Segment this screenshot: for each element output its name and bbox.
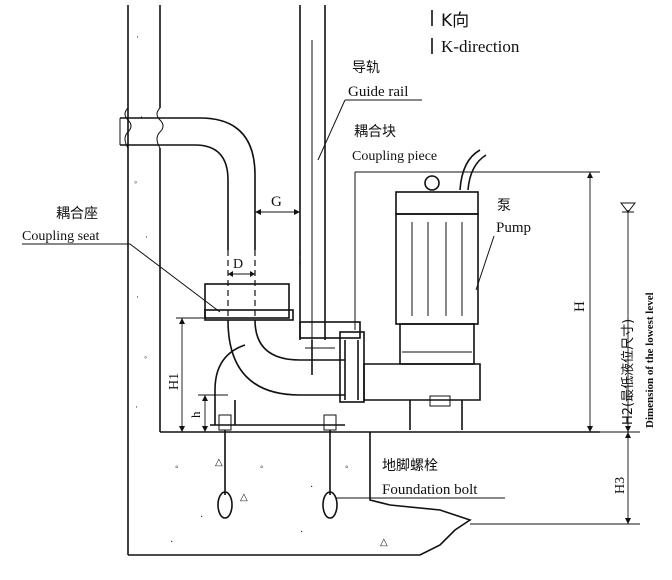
- svg-text:◦: ◦: [134, 177, 137, 187]
- guide-rail: [299, 5, 326, 340]
- k-direction-cn: K向: [441, 11, 469, 31]
- svg-text:△: △: [240, 492, 248, 503]
- svg-text:·: ·: [140, 112, 143, 122]
- k-direction-marker: K向 K-direction: [431, 10, 520, 56]
- foundation-bolt-cn: 地脚螺栓: [382, 458, 438, 474]
- svg-text:·: ·: [300, 527, 303, 538]
- coupling-seat: [204, 283, 345, 426]
- pump-en: Pump: [496, 220, 531, 236]
- dim-h2-english-label: Dimension of the lowest level: [644, 292, 656, 428]
- dim-h: h: [188, 394, 228, 432]
- pump-callout: 泵 Pump: [475, 198, 531, 291]
- dim-g: G: [255, 194, 300, 215]
- coupling-seat-en: Coupling seat: [22, 229, 99, 244]
- dim-d-label: D: [233, 257, 243, 272]
- guide-rail-callout: 导轨 Guide rail: [317, 60, 422, 161]
- pit-wall: · · ◦ · · ◦ ·: [124, 5, 164, 440]
- pump-cn: 泵: [497, 198, 511, 214]
- foundation: ◦ · ◦ · ◦ △ · △ · △: [127, 431, 600, 556]
- pump: [363, 149, 487, 430]
- svg-text:·: ·: [145, 232, 148, 242]
- guide-rail-cn: 导轨: [352, 60, 380, 76]
- svg-text:◦: ◦: [144, 352, 147, 362]
- dim-h1-label: H1: [167, 373, 182, 390]
- guide-rail-en: Guide rail: [348, 84, 408, 100]
- foundation-bolt-en: Foundation bolt: [382, 482, 478, 498]
- dim-h-label: h: [188, 411, 203, 418]
- svg-text:◦: ◦: [260, 462, 264, 473]
- svg-text:△: △: [215, 457, 223, 468]
- svg-text:◦: ◦: [175, 462, 179, 473]
- coupling-seat-callout: 耦合座 Coupling seat: [22, 206, 221, 313]
- dim-d: D: [228, 257, 255, 277]
- k-direction-en: K-direction: [441, 37, 520, 56]
- svg-text:·: ·: [136, 292, 139, 302]
- svg-text:·: ·: [136, 32, 139, 42]
- dim-h-pump-label: H: [572, 301, 588, 312]
- dim-h2: H2(最低液位尺寸) Dimension of the lowest level: [600, 202, 656, 433]
- dim-h2-label: H2(最低液位尺寸): [621, 319, 636, 425]
- svg-text:·: ·: [170, 537, 173, 548]
- coupling-piece-cn: 耦合块: [354, 124, 396, 140]
- coupling-piece-callout: 耦合块 Coupling piece: [352, 124, 437, 164]
- foundation-bolt-callout: 地脚螺栓 Foundation bolt: [336, 458, 505, 499]
- dim-h1: H1: [167, 317, 205, 432]
- svg-text:◦: ◦: [345, 462, 349, 473]
- svg-text:△: △: [380, 537, 388, 548]
- dim-h-pump: H: [354, 171, 600, 432]
- svg-text:·: ·: [200, 512, 203, 523]
- coupling-piece: [299, 321, 365, 403]
- svg-text:·: ·: [310, 482, 313, 493]
- coupling-seat-cn: 耦合座: [56, 206, 98, 222]
- dim-h3: H3: [470, 432, 640, 525]
- foundation-bolts: [217, 414, 338, 519]
- svg-text:·: ·: [135, 402, 138, 412]
- coupling-piece-en: Coupling piece: [352, 149, 437, 164]
- dim-g-label: G: [271, 194, 282, 210]
- dim-h3-label: H3: [613, 477, 628, 494]
